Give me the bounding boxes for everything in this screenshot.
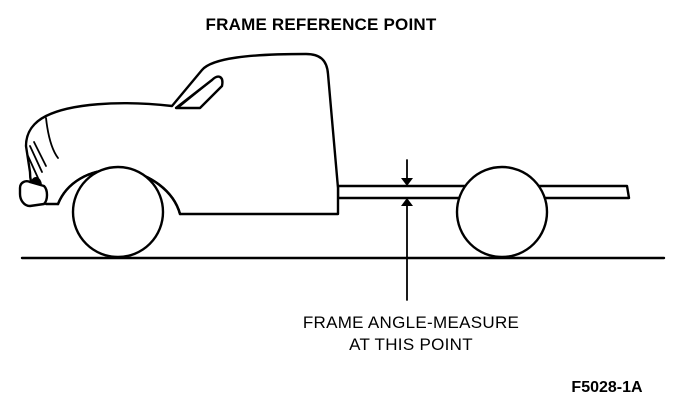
front-wheel [71, 165, 165, 259]
callout-line-2: AT THIS POINT [349, 335, 473, 354]
rear-wheel [455, 165, 549, 259]
window-frame-line [179, 79, 213, 107]
front-bumper [18, 180, 49, 208]
lower-arrowhead [401, 198, 413, 206]
cab-body [24, 52, 340, 216]
figure-id: F5028-1A [571, 379, 643, 396]
grille-lines [27, 141, 47, 179]
diagram-title: FRAME REFERENCE POINT [206, 15, 437, 34]
callout-line-1: FRAME ANGLE-MEASURE [303, 313, 519, 332]
measurement-indicator [401, 159, 413, 301]
truck-illustration [18, 52, 631, 259]
upper-arrowhead [401, 178, 413, 186]
hood-crease [45, 117, 59, 159]
